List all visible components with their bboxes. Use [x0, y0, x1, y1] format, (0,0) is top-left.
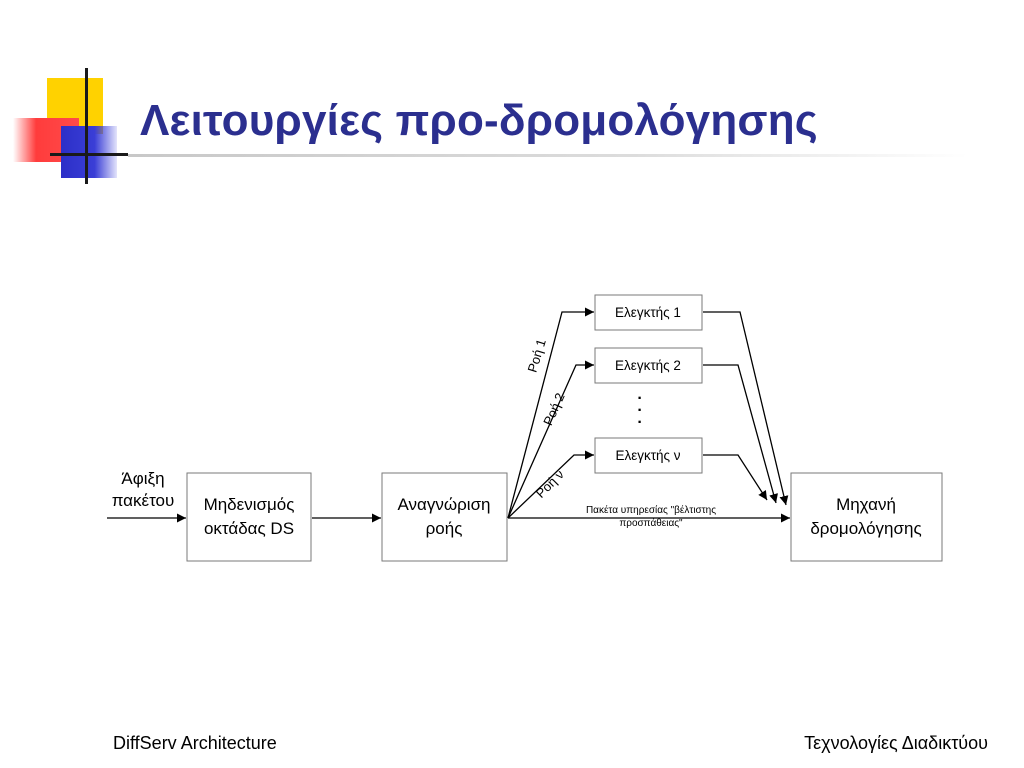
ellipsis-dot-2: · — [637, 402, 642, 419]
best-effort-label-2: προσπάθειας" — [619, 517, 683, 529]
ellipsis-dot-3: · — [637, 414, 642, 431]
meter-1-label: Ελεγκτής 1 — [615, 305, 681, 320]
meter-1-box — [594, 294, 703, 331]
arrow-meter-n-to-router — [703, 454, 768, 501]
flow-id-label-2: ροής — [426, 519, 463, 538]
zeroing-box — [186, 472, 312, 562]
meter-2-box — [594, 347, 703, 384]
flow-id-box — [381, 472, 508, 562]
arrow-flow-n — [507, 450, 594, 519]
router-label-1: Μηχανή — [836, 495, 896, 514]
zeroing-label-1: Μηδενισμός — [204, 495, 295, 514]
input-label-2: πακέτου — [112, 491, 175, 510]
best-effort-label-1: Πακέτα υπηρεσίας "βέλτιστης — [586, 504, 716, 516]
footer-left: DiffServ Architecture — [113, 733, 277, 753]
footer-right: Τεχνολογίες Διαδικτύου — [804, 733, 988, 753]
flow-1-label: Ροή 1 — [525, 337, 549, 374]
ellipsis-dot-1: · — [637, 390, 642, 407]
arrow-flow-1 — [507, 307, 594, 519]
arrow-flow-2 — [507, 360, 594, 519]
router-label-2: δρομολόγησης — [810, 519, 921, 538]
decor-horizontal-line — [50, 153, 128, 156]
meter-2-label: Ελεγκτής 2 — [615, 358, 681, 373]
zeroing-label-2: οκτάδας DS — [204, 519, 294, 538]
flow-n-label: Ροή ν — [533, 467, 567, 501]
meter-n-box — [594, 437, 703, 474]
router-box — [790, 472, 943, 562]
arrow-meter-2-to-router — [703, 364, 778, 504]
slide-title: Λειτουργίες προ-δρομολόγησης — [140, 96, 818, 145]
decor-blue-square — [61, 126, 117, 178]
input-label-1: Άφιξη — [121, 469, 164, 488]
arrow-meter-1-to-router — [703, 311, 789, 506]
flow-2-label: Ροή 2 — [540, 391, 568, 428]
meter-n-label: Ελεγκτής ν — [615, 448, 680, 463]
decor-vertical-line — [85, 68, 88, 184]
title-underline — [128, 154, 968, 157]
flow-id-label-1: Αναγνώριση — [397, 495, 490, 514]
